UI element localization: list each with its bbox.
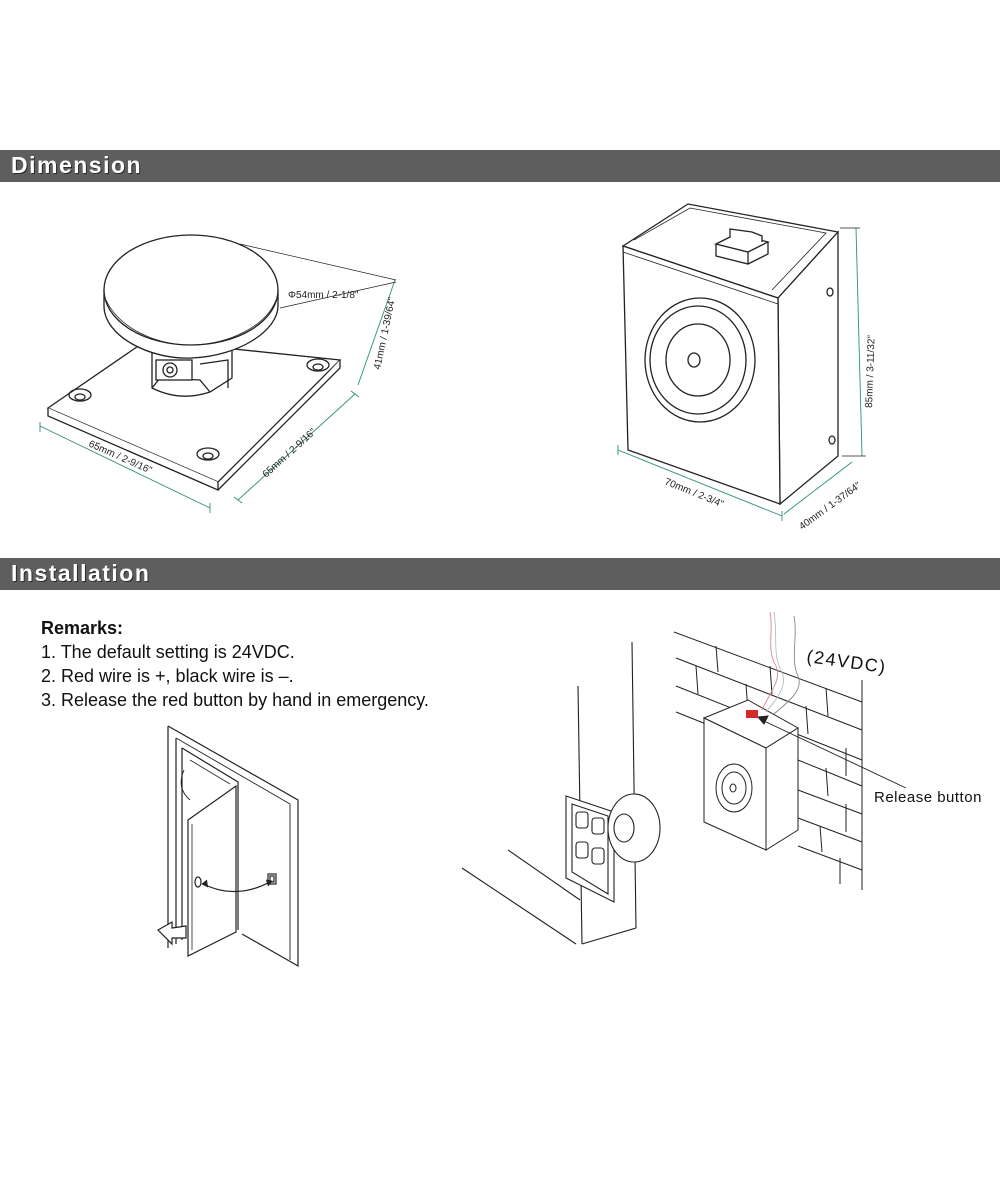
- remark-item-2: 2. Red wire is +, black wire is –.: [41, 666, 294, 686]
- dim-body-depth: 40mm / 1-37/64": [797, 480, 863, 532]
- section-title-dimension: Dimension: [11, 152, 143, 178]
- remark-item-3: 3. Release the red button by hand in eme…: [41, 690, 429, 710]
- dim-armature-diameter: Φ54mm / 2-1/8": [288, 290, 359, 301]
- section-title-installation: Installation: [11, 560, 151, 586]
- release-button-label: Release button: [874, 789, 982, 806]
- section-header-dimension: Dimension: [0, 150, 1000, 182]
- wall-magnet-sketch: [673, 631, 907, 890]
- electromagnet-drawing: [621, 203, 840, 506]
- power-wires: [761, 611, 800, 715]
- voltage-label: (24VDC): [805, 646, 888, 677]
- door-installation-sketch: [157, 725, 299, 968]
- release-button-marker: [746, 710, 758, 718]
- remarks-block: Remarks: 1. The default setting is 24VDC…: [41, 616, 429, 712]
- section-header-installation: Installation: [0, 558, 1000, 590]
- remarks-title: Remarks:: [41, 618, 124, 638]
- door-armature-sketch: [461, 641, 661, 945]
- dim-body-height: 85mm / 3-11/32": [864, 334, 878, 408]
- dim-base-depth: 65mm / 2-9/16": [261, 426, 319, 480]
- armature-plate-drawing: [46, 234, 342, 491]
- remark-item-1: 1. The default setting is 24VDC.: [41, 642, 295, 662]
- dimension-lines: [39, 227, 866, 521]
